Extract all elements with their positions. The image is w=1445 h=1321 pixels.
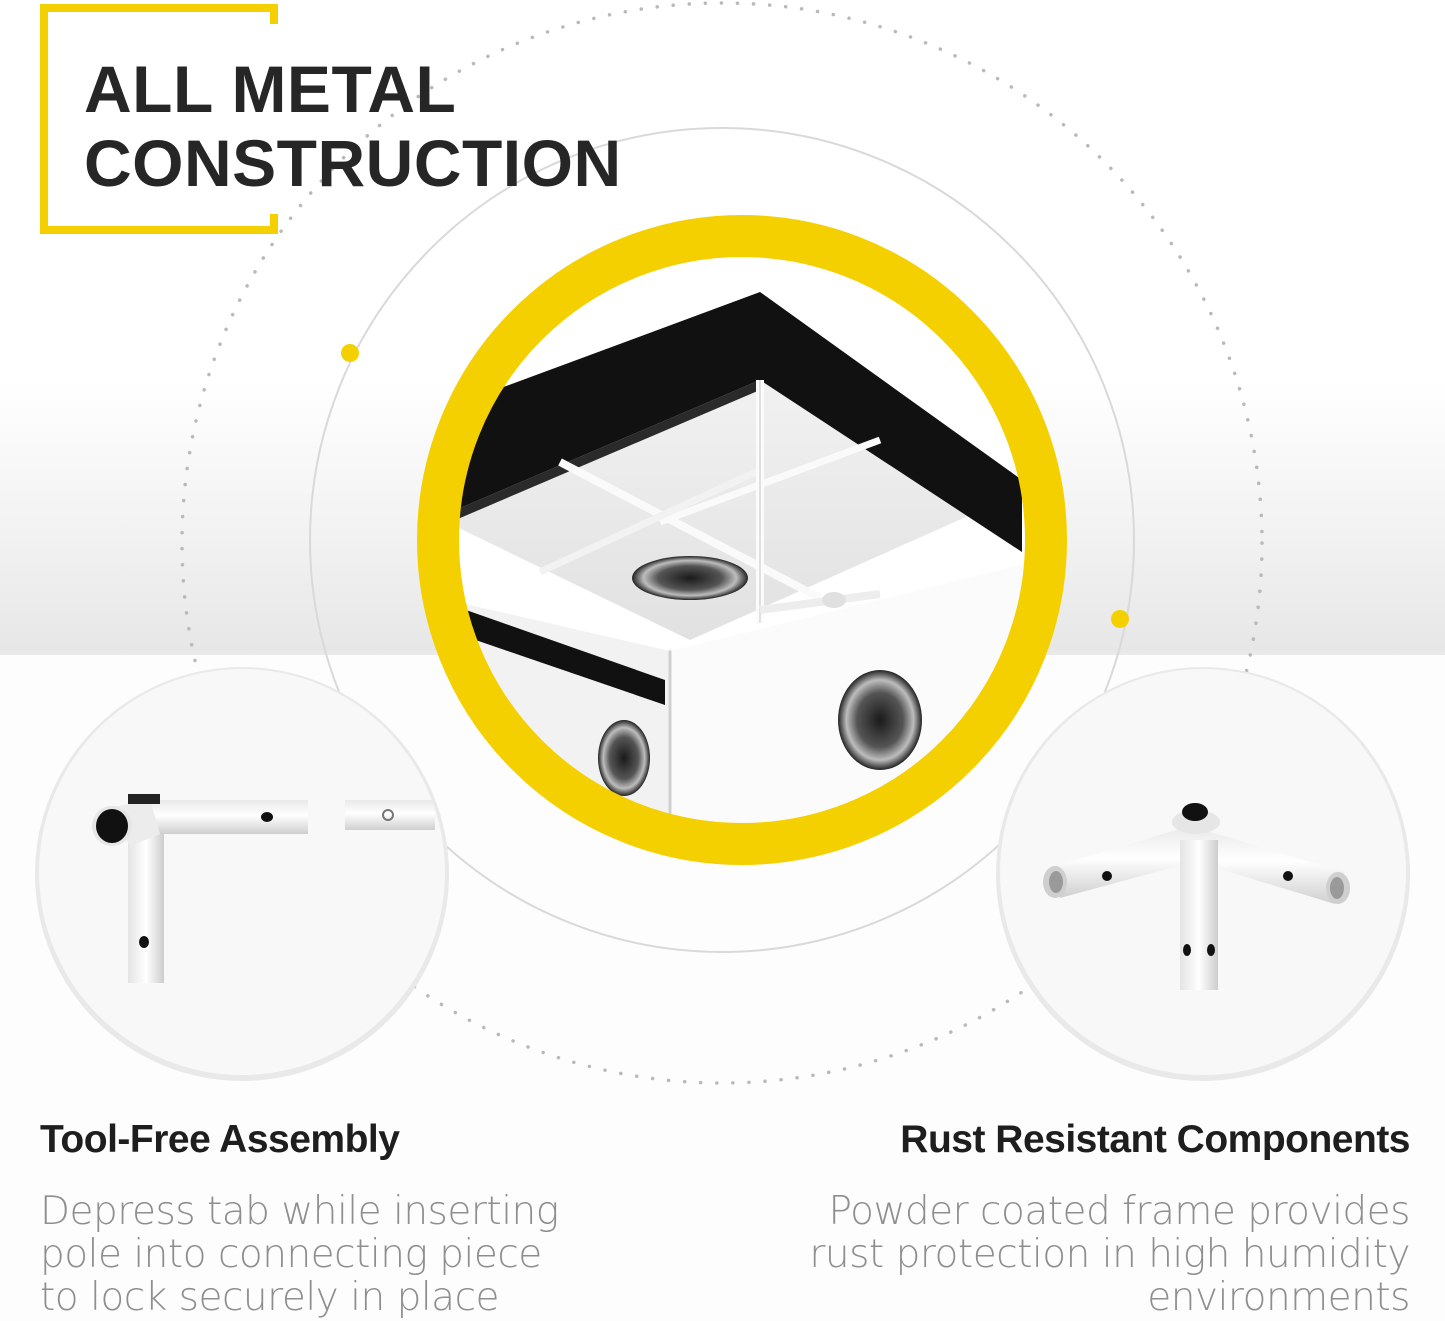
page-title: ALL METAL CONSTRUCTION: [84, 52, 622, 200]
heading-frame: [40, 4, 278, 234]
desc-line: environments: [1147, 1275, 1410, 1320]
yellow-ring: [417, 215, 1067, 865]
desc-line: pole into connecting piece: [40, 1232, 542, 1277]
feature-title-tool-free: Tool-Free Assembly: [40, 1118, 400, 1161]
desc-line: to lock securely in place: [40, 1275, 500, 1320]
title-line-2: CONSTRUCTION: [84, 126, 622, 200]
desc-line: Depress tab while inserting: [40, 1189, 559, 1234]
thin-ring: [309, 127, 1135, 953]
accent-dot-right: [1111, 610, 1129, 628]
corner-connector-image: [92, 794, 435, 983]
title-line-1: ALL METAL: [84, 52, 457, 126]
accent-dot-left: [341, 344, 359, 362]
desc-line: rust protection in high humidity: [809, 1232, 1410, 1277]
feature-title-rust-resistant: Rust Resistant Components: [900, 1118, 1410, 1161]
three-way-connector-image: [1043, 803, 1350, 990]
desc-line: Powder coated frame provides: [828, 1189, 1410, 1234]
left-circle-bg: [39, 669, 445, 1075]
dotted-orbit: [180, 1, 1264, 1085]
tent-corner-image: [424, 222, 1060, 858]
feature-desc-tool-free: Depress tab while inserting pole into co…: [40, 1190, 580, 1319]
feature-desc-rust-resistant: Powder coated frame provides rust protec…: [770, 1190, 1410, 1319]
